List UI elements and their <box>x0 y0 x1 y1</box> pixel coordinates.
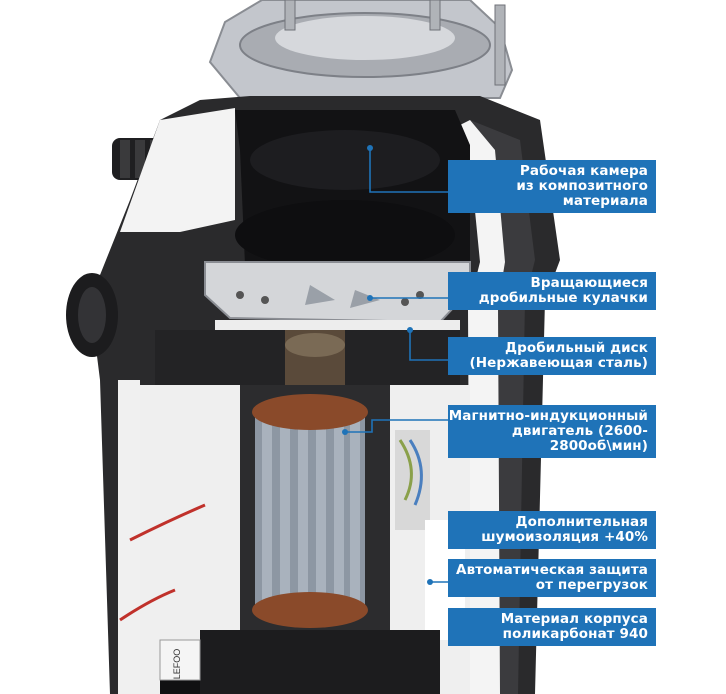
label-insulation-line2: шумоизоляция +40% <box>481 529 648 545</box>
label-disc-line1: Дробильный диск <box>505 340 648 356</box>
label-insulation: Дополнительная шумоизоляция +40% <box>448 511 656 549</box>
label-lugs-line1: Вращающиеся <box>530 275 648 291</box>
label-housing-line2: поликарбонат 940 <box>502 626 648 642</box>
label-lugs: Вращающиеся дробильные кулачки <box>448 272 656 310</box>
middle-housing <box>155 330 460 390</box>
label-motor-line1: Магнитно-индукционный <box>448 408 648 424</box>
label-chamber: Рабочая камера из композитного материала <box>448 160 656 213</box>
label-lugs-line2: дробильные кулачки <box>478 290 648 306</box>
label-housing: Материал корпуса поликарбонат 940 <box>448 608 656 646</box>
grinding-plate <box>204 261 471 332</box>
label-motor: Магнитно-индукционный двигатель (2600-28… <box>448 405 656 458</box>
grinding-chamber <box>235 110 470 270</box>
label-protection-line2: от перегрузок <box>535 577 648 593</box>
label-chamber-line1: Рабочая камера <box>519 163 648 179</box>
brand-sticker: LEFOO <box>159 639 201 681</box>
label-protection: Автоматическая защита от перегрузок <box>448 559 656 597</box>
label-disc: Дробильный диск (Нержавеющая сталь) <box>448 337 656 375</box>
label-insulation-line1: Дополнительная <box>515 514 648 530</box>
label-housing-line1: Материал корпуса <box>500 611 648 627</box>
stamp-text: LEFOO <box>172 649 182 680</box>
label-chamber-line2: из композитного материала <box>516 178 648 209</box>
side-port <box>66 273 118 357</box>
mounting-flange <box>208 0 514 99</box>
label-protection-line1: Автоматическая защита <box>456 562 648 578</box>
label-disc-line2: (Нержавеющая сталь) <box>469 355 648 371</box>
label-motor-line2: двигатель (2600-2800об\мин) <box>511 423 648 454</box>
